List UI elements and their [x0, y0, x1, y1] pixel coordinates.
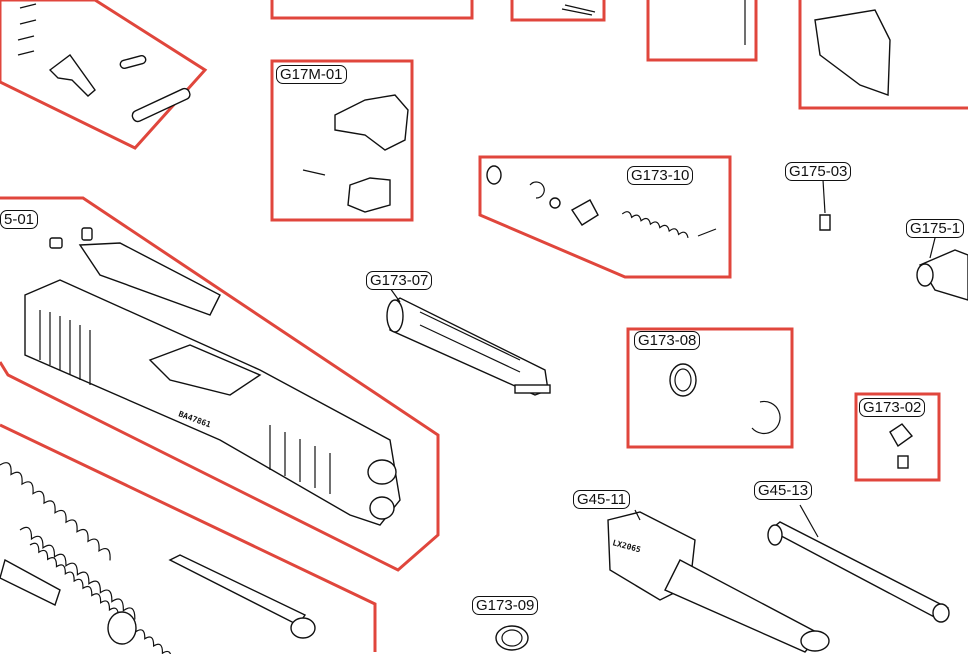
part-eclip: [529, 181, 545, 199]
part-top-4: [814, 9, 891, 96]
group-g17m-01: [270, 59, 414, 222]
group-top-4: [798, 0, 968, 110]
part-pin: [697, 228, 717, 237]
group-top-1: [270, 0, 474, 20]
part-valve: [570, 199, 599, 226]
part-g175-1x-end: [916, 263, 934, 287]
part-g173-02-tip: [889, 423, 914, 448]
label-g173-02: G173-02: [859, 398, 926, 417]
part-g175-1x: [918, 249, 968, 301]
part-g45-13-inner-barrel: [767, 504, 950, 623]
label-g175-1x: G175-1: [906, 219, 965, 238]
group-springs: [0, 423, 377, 652]
part-slide: BA47861: [24, 227, 401, 526]
label-g173-07: G173-07: [366, 271, 433, 290]
part-g17m-01-pin: [302, 169, 326, 176]
label-g173-10: G173-10: [627, 166, 694, 185]
part-g45-11-barrel: LX2065: [607, 511, 830, 653]
part-oring: [486, 165, 502, 185]
group-g173-08: [626, 327, 794, 449]
group-top-3: [646, 0, 758, 62]
leader-lines: [389, 179, 936, 521]
label-g17m-01: G17M-01: [276, 65, 347, 84]
group-g173-10: [478, 155, 732, 279]
part-g175-03-screw: [819, 214, 831, 231]
part-g17m-01-block: [334, 94, 409, 151]
part-top-2: [561, 4, 596, 16]
part-small-ring: [549, 197, 561, 209]
label-g45-13: G45-13: [754, 481, 813, 500]
part-recoil-springs: [0, 462, 316, 654]
label-g175-03: G175-03: [785, 162, 852, 181]
group-g173-02: [854, 392, 941, 482]
part-g173-02-screw: [897, 455, 909, 469]
label-slide: 5-01: [0, 210, 39, 229]
part-g173-08-clip: [751, 400, 781, 435]
label-g45-11: G45-11: [573, 490, 630, 509]
group-top-2: [510, 0, 606, 22]
part-g17m-01-base: [347, 177, 391, 213]
part-g173-08-washer: [669, 363, 697, 397]
label-g173-08: G173-08: [634, 331, 701, 350]
part-spring: [621, 211, 689, 239]
part-g173-09-ring: [495, 625, 529, 651]
label-g173-09: G173-09: [472, 596, 539, 615]
part-g173-07-nozzle: [386, 297, 551, 396]
group-topleft: [0, 0, 208, 150]
pins-topleft: [17, 3, 191, 123]
group-slide: [0, 196, 440, 572]
